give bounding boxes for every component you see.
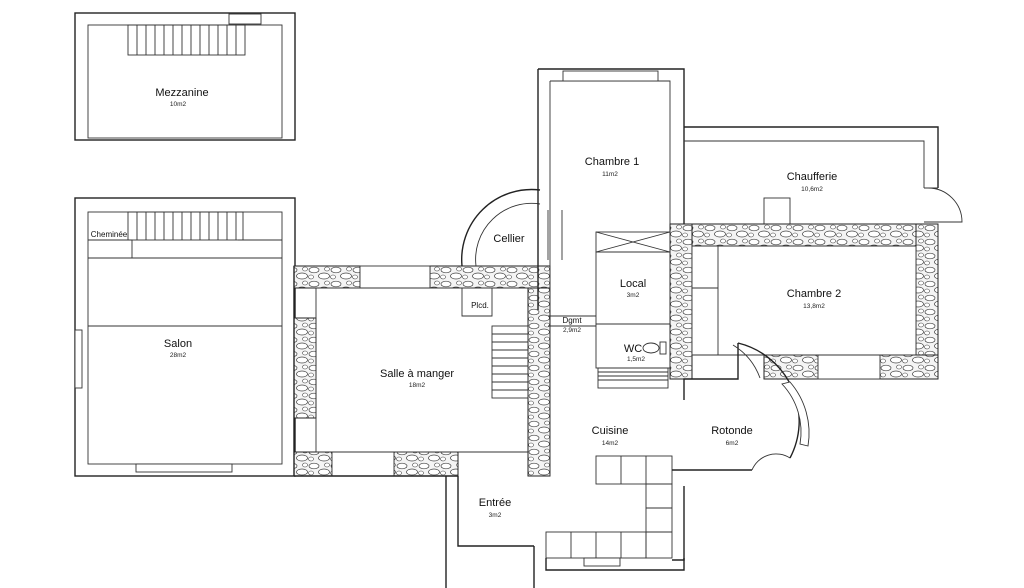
cellier-room: Cellier: [461, 188, 563, 267]
chambre1-label: Chambre 1: [585, 156, 639, 168]
local-room: Local 3m2: [595, 231, 671, 325]
mezzanine-area: 10m2: [170, 101, 187, 108]
cuisine-label: Cuisine: [592, 425, 629, 437]
rotonde-label: Rotonde: [711, 425, 753, 437]
chaufferie-area: 10,6m2: [801, 186, 823, 193]
cellar-stairs: [491, 325, 529, 399]
salon-area: 28m2: [170, 352, 187, 359]
plcd-label: Plcd.: [471, 301, 489, 310]
chambre-1-room: Chambre 1 11m2: [537, 68, 685, 310]
dgmt-area: 2,9m2: [563, 327, 581, 334]
local-label: Local: [620, 278, 646, 290]
chambre1-area: 11m2: [602, 171, 618, 178]
salle-a-manger-room: Plcd. Salle à manger 18m2: [293, 265, 551, 477]
rotonde-area: 6m2: [726, 440, 739, 447]
entree-label: Entrée: [479, 497, 511, 509]
entree-room: Entrée 3m2: [445, 476, 685, 588]
cheminee-label: Cheminée: [91, 230, 128, 239]
placard: Plcd.: [461, 288, 493, 317]
mezzanine-room: Mezzanine 10m2: [74, 12, 296, 141]
chaufferie-room: Chaufferie 10,6m2: [684, 126, 963, 235]
chambre2-label: Chambre 2: [787, 288, 841, 300]
local-area: 3m2: [627, 292, 640, 299]
salon-stairs: [127, 211, 244, 241]
cuisine-room: Cuisine 14m2: [545, 326, 685, 559]
entree-area: 3m2: [489, 512, 502, 519]
cellier-label: Cellier: [493, 233, 525, 245]
rotonde-room: Rotonde 6m2: [672, 342, 810, 561]
degagement: Dgmt 2,9m2: [548, 315, 596, 334]
toilet-icon: [642, 342, 660, 354]
wc-label: WC: [624, 343, 642, 355]
salle-area: 18m2: [409, 382, 426, 389]
dgmt-label: Dgmt: [562, 316, 582, 325]
chambre2-area: 13,8m2: [803, 303, 825, 310]
kitchen-counter: [545, 455, 673, 559]
cuisine-area: 14m2: [602, 440, 619, 447]
salle-label: Salle à manger: [380, 368, 454, 380]
wc-room: WC 1,5m2: [595, 323, 671, 389]
salon-room: Cheminée Salon 28m2: [74, 197, 296, 477]
wc-area: 1,5m2: [627, 356, 645, 363]
salon-label: Salon: [164, 338, 192, 350]
chaufferie-label: Chaufferie: [787, 171, 838, 183]
mezzanine-stairs: [127, 24, 246, 56]
mezzanine-label: Mezzanine: [155, 87, 208, 99]
chambre-2-room: Chambre 2 13,8m2: [669, 223, 939, 380]
